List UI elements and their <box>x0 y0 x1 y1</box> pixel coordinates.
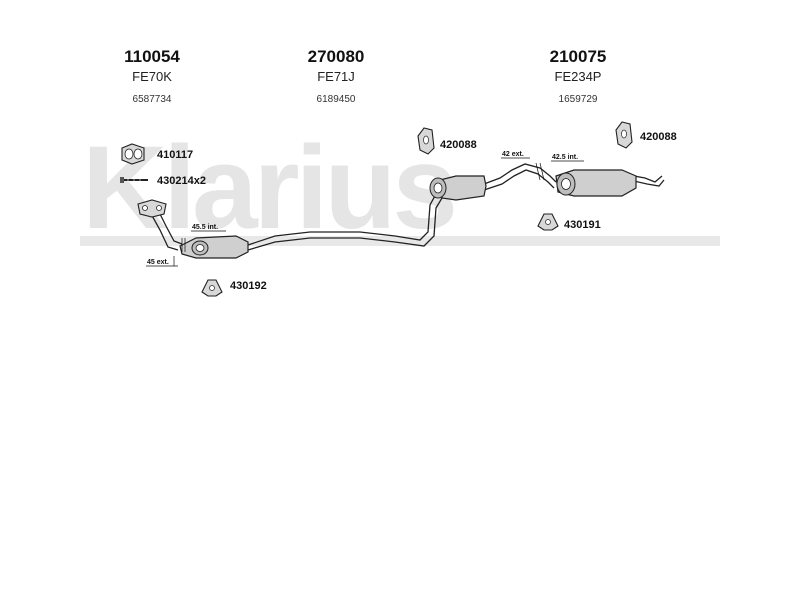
part-label: 420088 <box>640 131 677 143</box>
dimension-label: 42 ext. <box>502 151 524 158</box>
part-label: 410117 <box>157 149 193 161</box>
rubber-part-rear: 430191 <box>537 213 601 231</box>
dimension-label: 45.5 int. <box>192 224 218 231</box>
rubber-hanger-icon <box>201 279 223 297</box>
part-label: 420088 <box>440 139 477 151</box>
dimension-mid-ext: 42 ext. <box>501 151 530 159</box>
dimension-label: 42.5 int. <box>552 154 578 161</box>
assembly-part-number: 110054 <box>124 47 180 66</box>
front-flange <box>137 199 167 218</box>
dimension-front-ext: 45 ext. <box>146 256 178 267</box>
assembly-code: FE234P <box>555 69 602 84</box>
gasket-part: 410117 <box>121 143 193 165</box>
watermark: Klarius <box>82 122 454 254</box>
assembly-part-number: 270080 <box>308 47 365 66</box>
exhaust-pipe <box>149 163 665 251</box>
assembly-part-number: 210075 <box>550 47 607 66</box>
assembly-code: FE71J <box>317 69 355 84</box>
part-label: 430192 <box>230 280 267 292</box>
dimension-label: 45 ext. <box>147 259 169 266</box>
assembly-front: 110054 FE70K 6587734 <box>124 47 180 105</box>
rubber-mount-icon <box>615 121 633 149</box>
bolt-part: 430214x2 <box>120 175 206 187</box>
rubber-mount-icon <box>417 127 435 155</box>
dimension-rear-int: 42.5 int. <box>551 154 584 162</box>
assembly-code: FE70K <box>132 69 172 84</box>
mount-part-rear: 420088 <box>615 121 677 149</box>
dimension-front-int: 45.5 int. <box>191 224 226 232</box>
front-box <box>179 235 249 259</box>
rubber-part-front: 430192 <box>201 279 267 297</box>
rear-box <box>555 169 637 197</box>
assembly-oem: 6587734 <box>133 94 172 105</box>
joint-markers <box>181 162 545 252</box>
rubber-hanger-icon <box>537 213 559 231</box>
bolt-icon <box>120 177 148 183</box>
assembly-oem: 1659729 <box>559 94 598 105</box>
watermark-underline <box>80 236 720 246</box>
part-label: 430214x2 <box>157 175 206 187</box>
part-label: 430191 <box>564 219 601 231</box>
mount-part-middle: 420088 <box>417 127 477 155</box>
assembly-middle: 270080 FE71J 6189450 <box>308 47 365 105</box>
middle-box <box>429 175 487 201</box>
assembly-rear: 210075 FE234P 1659729 <box>550 47 607 105</box>
gasket-icon <box>121 143 145 165</box>
assembly-oem: 6189450 <box>317 94 356 105</box>
